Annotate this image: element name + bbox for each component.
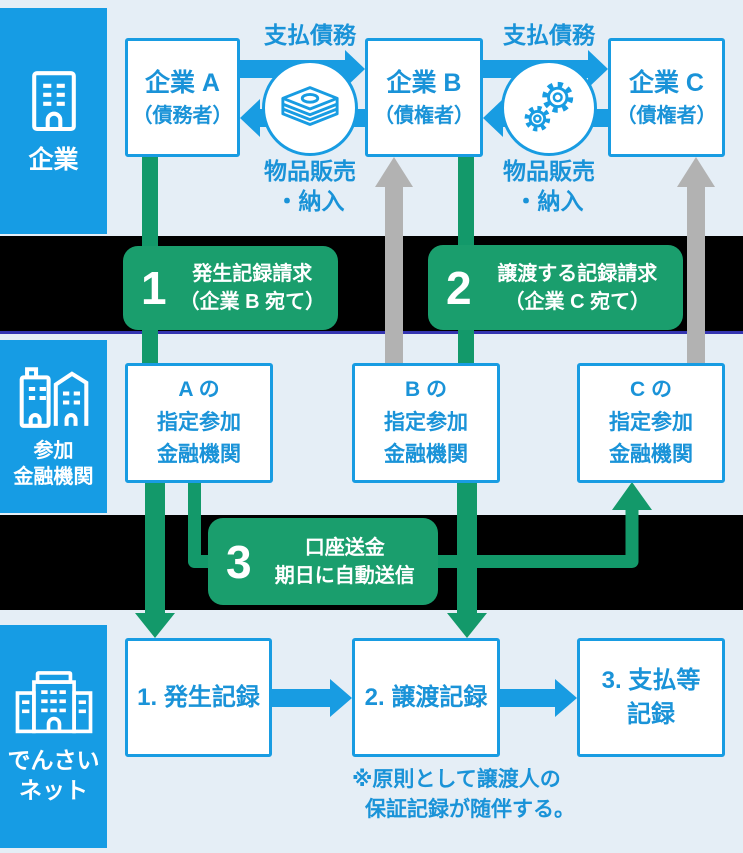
step-label-line: 口座送金 (304, 536, 385, 559)
step-label: 譲渡する記録請求 （企業 C 宛て） (480, 260, 675, 316)
sidebar-label-financial-institutions: 参加 金融機関 (14, 438, 94, 490)
trade-circle-ab (262, 60, 358, 156)
institution-line: A の (178, 378, 220, 402)
company-c-box: 企業 C （債権者） (608, 38, 725, 157)
goods-delivery-label-ab: 物品販売 ・納入 (250, 157, 370, 217)
record-3-box: 3. 支払等 記録 (577, 638, 725, 757)
office-building-icon (31, 70, 76, 131)
sidebar-label-line: 参加 (33, 440, 74, 462)
institution-line: 指定参加 (157, 410, 241, 434)
guarantee-record-note: ※原則として譲渡人の 保証記録が随伴する。 (352, 765, 575, 825)
record-2-box: 2. 譲渡記録 (352, 638, 500, 757)
green-arrow-step-3-to-institution-c (438, 482, 652, 568)
goods-delivery-label-bc: 物品販売 ・納入 (489, 157, 609, 217)
note-line: 保証記録が随伴する。 (365, 797, 575, 821)
blue-arrow-record-1-to-2 (272, 679, 352, 717)
institution-line: 指定参加 (609, 410, 693, 434)
goods-delivery-line: 物品販売 (264, 158, 356, 184)
sidebar-section-financial-institutions: 参加 金融機関 (0, 340, 107, 513)
goods-delivery-line: 物品販売 (503, 158, 595, 184)
step-3-badge: 3 口座送金 期日に自動送信 (208, 518, 438, 605)
sidebar-label-line: 金融機関 (13, 466, 94, 488)
gray-arrow-institution-c-to-company-c (677, 157, 715, 364)
record-label: 2. 譲渡記録 (364, 683, 488, 711)
company-a-box: 企業 A （債務者） (125, 38, 240, 157)
step-label: 口座送金 期日に自動送信 (260, 534, 430, 590)
note-line: ※原則として譲渡人の (352, 768, 561, 791)
sidebar-section-companies: 企業 (0, 8, 107, 234)
payment-obligation-label-ab: 支払債務 (264, 22, 356, 48)
company-name: 企業 B (386, 69, 462, 97)
banknotes-icon (281, 86, 339, 126)
institution-line: 指定参加 (384, 410, 468, 434)
sidebar-section-densai-net: でんさい ネット (0, 625, 107, 848)
company-role: （債権者） (616, 105, 717, 127)
step-number: 2 (446, 261, 472, 314)
step-label-line: （企業 B 宛て） (179, 291, 326, 313)
institution-a-box: A の 指定参加 金融機関 (125, 363, 273, 483)
step-label: 発生記録請求 （企業 B 宛て） (175, 260, 330, 316)
institution-line: B の (405, 378, 447, 402)
step-number: 1 (141, 262, 167, 314)
record-label: 1. 発生記録 (137, 683, 260, 711)
company-name: 企業 C (628, 69, 704, 97)
institution-line: 金融機関 (157, 443, 241, 467)
sidebar-label-companies: 企業 (28, 145, 79, 174)
record-1-box: 1. 発生記録 (125, 638, 272, 757)
step-label-line: 期日に自動送信 (274, 564, 415, 587)
sidebar-label-line: でんさい (7, 747, 100, 774)
step-label-line: 発生記録請求 (192, 263, 313, 285)
institution-c-box: C の 指定参加 金融機関 (577, 363, 725, 483)
institution-line: C の (630, 378, 672, 402)
gray-arrow-institution-b-to-company-b (375, 157, 413, 364)
step-number: 3 (226, 535, 252, 588)
company-name: 企業 A (144, 69, 220, 97)
step-1-badge: 1 発生記録請求 （企業 B 宛て） (123, 246, 338, 330)
step-label-line: （企業 C 宛て） (504, 290, 651, 313)
company-b-box: 企業 B （債権者） (365, 38, 483, 157)
step-2-badge: 2 譲渡する記録請求 （企業 C 宛て） (428, 245, 683, 330)
green-arrow-institution-a-to-record-1 (135, 483, 175, 638)
green-arrow-institution-b-to-record-2 (447, 483, 487, 638)
institution-b-box: B の 指定参加 金融機関 (352, 363, 500, 483)
record-label: 記録 (627, 700, 675, 728)
institution-line: 金融機関 (384, 443, 468, 467)
institution-line: 金融機関 (609, 443, 693, 467)
company-role: （債務者） (132, 105, 233, 127)
goods-delivery-line: ・納入 (514, 187, 584, 214)
sidebar-label-densai-net: でんさい ネット (8, 746, 100, 806)
bank-buildings-icon (19, 367, 88, 428)
sidebar-label-line: ネット (19, 777, 88, 803)
gears-icon (524, 81, 574, 132)
payment-obligation-label-bc: 支払債務 (503, 22, 595, 48)
step-label-line: 譲渡する記録請求 (497, 262, 658, 285)
trade-circle-bc (501, 60, 597, 156)
company-role: （債権者） (374, 105, 474, 127)
blue-arrow-record-2-to-3 (500, 679, 577, 717)
densai-net-building-icon (15, 671, 92, 734)
goods-delivery-line: ・納入 (275, 187, 345, 214)
record-label: 3. 支払等 (601, 666, 701, 694)
